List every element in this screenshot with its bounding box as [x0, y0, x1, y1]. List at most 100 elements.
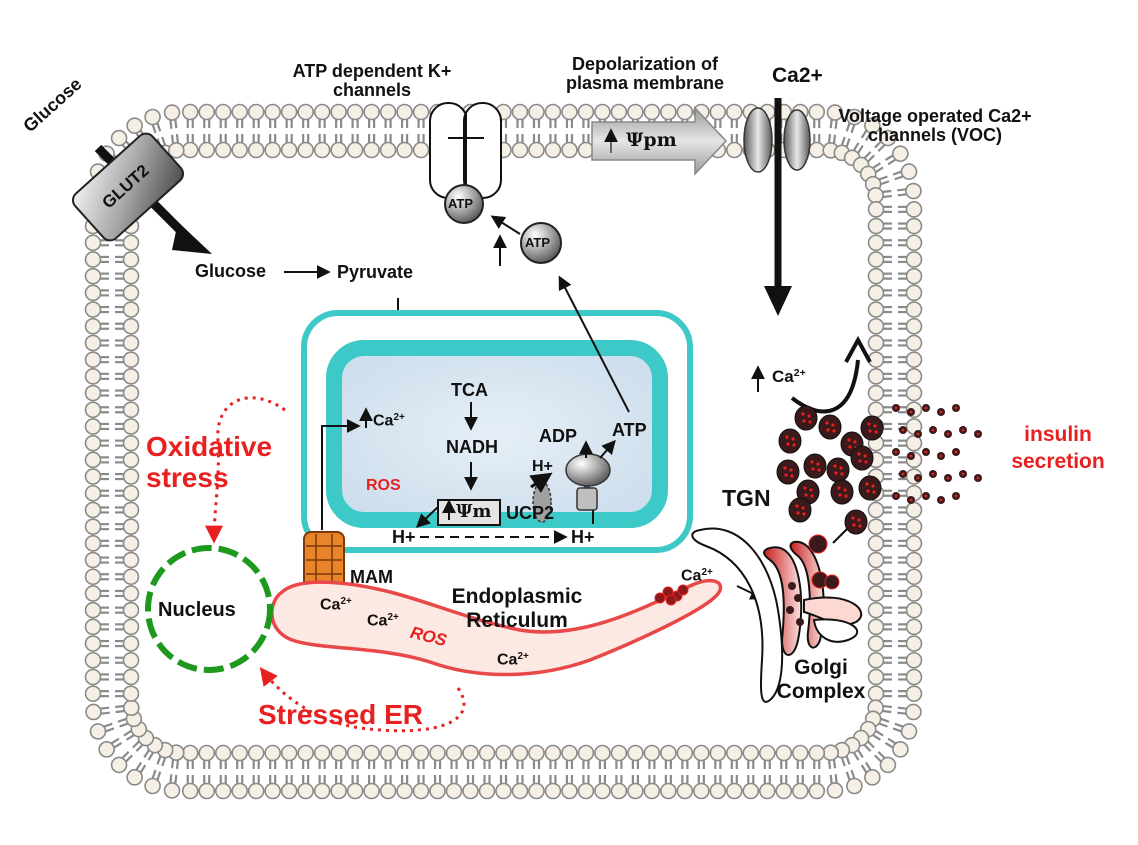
lipid-head	[85, 703, 102, 721]
lipid-head	[280, 141, 298, 159]
lipid-head	[826, 782, 844, 799]
lipid-tail	[892, 170, 902, 176]
lipid-tail	[845, 771, 851, 781]
insulin-granule	[844, 509, 868, 535]
lipid-tail	[105, 727, 115, 733]
lipid-head	[709, 744, 727, 762]
lipid-tail	[887, 158, 897, 166]
lipid-head	[528, 141, 545, 159]
lipid-head	[726, 103, 743, 121]
lipid-tail	[100, 711, 110, 715]
insulin-granule	[860, 415, 884, 441]
stress-arrows	[205, 396, 466, 733]
lipid-head	[867, 518, 885, 535]
lipid-tail	[867, 740, 875, 749]
lipid-head	[198, 782, 216, 800]
lipid-tail	[894, 722, 904, 728]
lipid-head	[905, 334, 923, 352]
lipid-head	[84, 351, 102, 368]
lipid-head	[214, 141, 232, 159]
lipid-head	[84, 568, 102, 586]
lipid-tail	[882, 189, 892, 194]
lipid-head	[122, 685, 140, 702]
insulin-granules	[776, 405, 884, 535]
lipid-head	[660, 782, 677, 800]
lipid-tail	[175, 134, 180, 144]
lipid-tail	[878, 722, 888, 728]
lipid-head	[726, 141, 743, 159]
lipid-head	[297, 103, 314, 121]
lipid-head	[363, 744, 380, 762]
lipid-head	[462, 782, 479, 800]
lipid-head	[247, 103, 265, 121]
lipid-head	[297, 141, 314, 159]
lipid-head	[122, 635, 140, 652]
lipid-tail	[156, 771, 162, 781]
lipid-tail	[829, 119, 833, 129]
lipid-tail	[897, 188, 907, 192]
lipid-tail	[829, 774, 833, 784]
lipid-tail	[897, 711, 907, 715]
lipid-head	[867, 668, 885, 686]
lipid-tail	[872, 162, 881, 169]
lipid-tail	[857, 145, 864, 154]
lipid-head	[379, 141, 397, 159]
secreted-insulin-dot	[952, 404, 960, 412]
lipid-head	[478, 782, 496, 800]
lipid-head	[379, 103, 397, 121]
lipid-head	[122, 618, 140, 636]
lipid-tail	[863, 151, 872, 159]
lipid-head	[84, 635, 102, 652]
secreted-insulin-dot	[952, 448, 960, 456]
lipid-head	[122, 585, 140, 602]
lipid-head	[122, 468, 140, 485]
lipid-head	[84, 384, 102, 402]
lipid-head	[247, 782, 265, 800]
insulin-granule	[830, 479, 854, 505]
voc-channel	[743, 98, 811, 316]
lipid-head	[84, 234, 102, 252]
lipid-head	[122, 501, 140, 519]
lipid-head	[84, 267, 102, 285]
lipid-tail	[119, 722, 129, 728]
lipid-head	[867, 401, 885, 419]
lipid-head	[905, 251, 923, 268]
lipid-tail	[882, 194, 892, 199]
lipid-head	[577, 103, 595, 121]
lipid-head	[330, 744, 347, 762]
lipid-head	[627, 782, 644, 800]
lipid-head	[867, 334, 885, 352]
lipid-head	[231, 141, 249, 159]
lipid-head	[313, 782, 331, 800]
golgi-complex	[691, 512, 864, 703]
secreted-insulin-dot	[937, 408, 945, 416]
secreted-insulin-dot	[892, 404, 900, 412]
lipid-tail	[175, 759, 180, 769]
lipid-head	[643, 782, 661, 800]
secreted-insulin-dots	[892, 404, 982, 504]
lipid-head	[867, 635, 885, 652]
lipid-head	[867, 685, 885, 702]
lipid-tail	[169, 119, 173, 129]
lipid-tail	[169, 774, 173, 784]
insulin-granule	[826, 457, 850, 483]
insulin-granule	[778, 428, 802, 454]
lipid-head	[867, 585, 885, 602]
lipid-head	[867, 186, 884, 204]
lipid-head	[544, 141, 562, 159]
secreted-insulin-dot	[914, 474, 922, 482]
lipid-tail	[115, 709, 125, 714]
secreted-insulin-dot	[959, 426, 967, 434]
lipid-head	[905, 535, 923, 552]
lipid-head	[98, 741, 115, 758]
insulin-granule	[850, 445, 874, 471]
lipid-head	[122, 234, 140, 252]
lipid-head	[346, 782, 364, 800]
lipid-head	[627, 744, 644, 762]
lipid-head	[577, 782, 595, 800]
lipid-tail	[897, 193, 907, 197]
secreted-insulin-dot	[929, 426, 937, 434]
lipid-tail	[170, 759, 175, 769]
lipid-head	[826, 104, 844, 121]
lipid-head	[594, 782, 611, 800]
